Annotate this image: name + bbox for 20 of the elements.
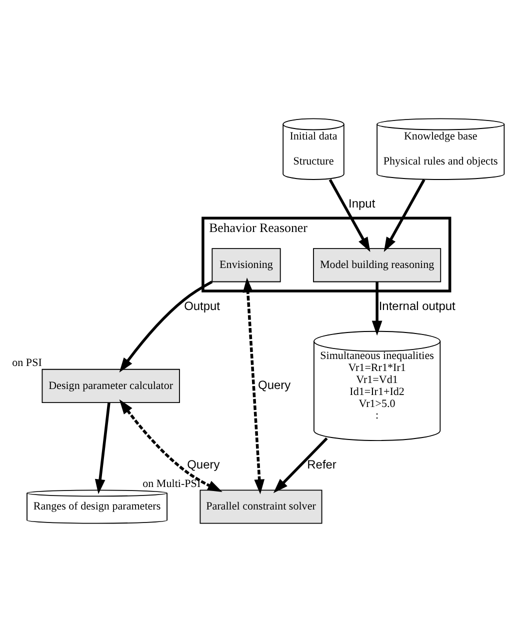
node-box: Model building reasoning [313,248,442,282]
arrow [242,277,265,494]
edge-label: Output [184,298,220,312]
arrow [94,402,110,494]
node-box: Design parameter calculator [42,368,180,402]
node-label: on Multi-PSI [142,478,201,490]
arrow [372,281,382,336]
edge-label: Input [348,196,376,210]
arrow [119,280,213,372]
node-label: on PSI [12,356,42,369]
arrow [328,178,370,252]
node-box: Parallel constraint solver [200,489,322,524]
edge-label: Query [258,378,291,392]
edge-label: Refer [307,456,336,471]
node-box: Envisioning [212,248,281,282]
edge-label: Internal output [378,298,456,312]
arrow [384,178,426,252]
arrow [119,398,222,492]
edge-label: Query [187,456,220,471]
arrow [273,436,328,493]
